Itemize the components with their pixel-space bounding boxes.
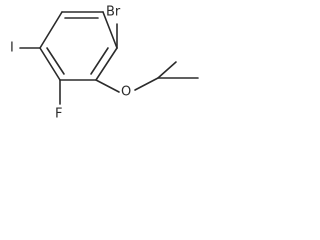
ring-double-bond-right [90, 47, 109, 75]
ring-bond-top-right [102, 11, 118, 49]
fluorine-label: F [55, 107, 62, 122]
benzene-ring [39, 11, 118, 81]
bromine-label: Br [106, 5, 121, 20]
molecule-structure: Br I F O [10, 5, 199, 122]
ring-bond-top-left [39, 11, 63, 49]
iodine-label: I [10, 41, 14, 56]
ring-bond-bottom-right [95, 47, 118, 81]
oxygen-label: O [121, 85, 131, 100]
ring-double-bond-left [46, 47, 65, 75]
ring-bond-bottom-left [39, 47, 61, 81]
bond-ring-to-oxygen [95, 79, 120, 93]
bond-ch-to-methyl-up [157, 61, 177, 79]
bond-oxygen-to-ch [134, 77, 159, 91]
